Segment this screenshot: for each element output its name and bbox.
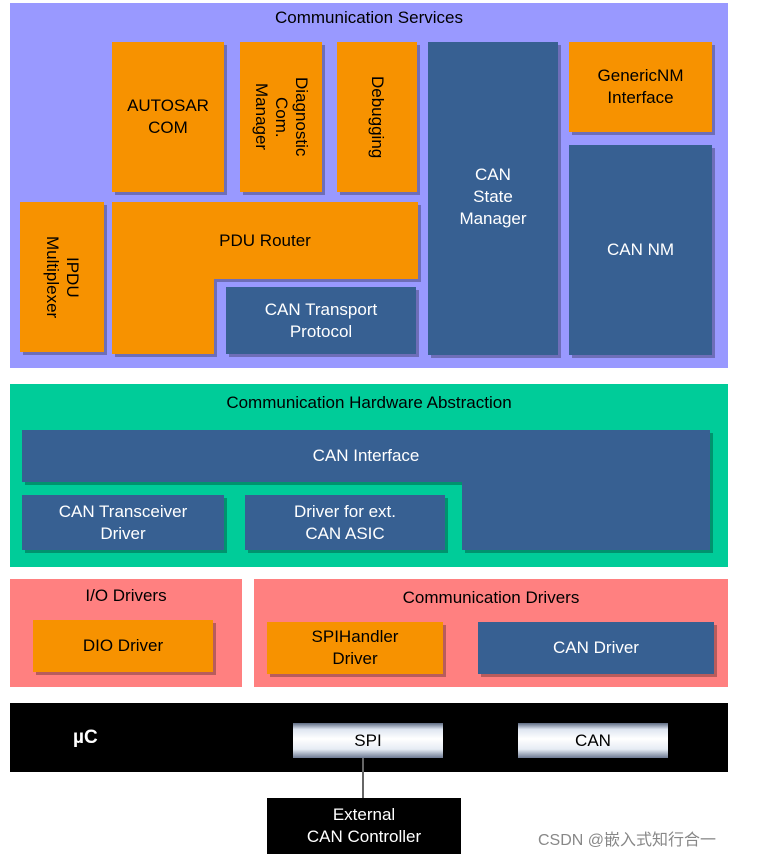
can-transport-protocol-module: CAN Transport Protocol xyxy=(226,287,416,354)
csdn-watermark: CSDN @嵌入式知行合一 xyxy=(538,832,717,849)
hardware-abstraction-title: Communication Hardware Abstraction xyxy=(226,393,512,412)
can-transceiver-driver-module: CAN Transceiver Driver xyxy=(22,495,224,550)
can-nm-module: CAN NM xyxy=(569,145,712,355)
driver-ext-can-asic-module: Driver for ext. CAN ASIC xyxy=(245,495,445,550)
can-state-manager-module: CAN State Manager xyxy=(428,42,558,355)
spi-connection-line xyxy=(362,758,364,798)
communication-drivers-title: Communication Drivers xyxy=(402,588,580,607)
can-driver-module: CAN Driver xyxy=(478,622,714,674)
generic-nm-interface-module: GenericNM Interface xyxy=(569,42,712,132)
communication-services-title: Communication Services xyxy=(274,8,463,27)
diagnostic-com-manager-label: Diagnostic Com. Manager xyxy=(252,77,311,157)
can-interface-module: CAN Interface xyxy=(22,430,710,482)
microcontroller-label: µC xyxy=(73,727,98,748)
can-interface-leg xyxy=(462,482,710,550)
can-peripheral: CAN xyxy=(518,723,668,758)
io-drivers-title: I/O Drivers xyxy=(85,586,167,605)
ipdu-multiplexer-label: IPDU Multiplexer xyxy=(43,235,82,319)
external-can-controller: External CAN Controller xyxy=(267,798,461,854)
pdu-router-leg xyxy=(112,279,214,354)
dio-driver-module: DIO Driver xyxy=(33,620,213,672)
debugging-label: Debugging xyxy=(368,75,387,159)
pdu-router-module: PDU Router xyxy=(112,202,418,279)
spi-peripheral: SPI xyxy=(293,723,443,758)
autosar-com-module: AUTOSAR COM xyxy=(112,42,224,192)
ipdu-multiplexer-module: IPDU Multiplexer xyxy=(20,202,104,352)
diagnostic-com-manager-module: Diagnostic Com. Manager xyxy=(240,42,322,192)
debugging-module: Debugging xyxy=(337,42,417,192)
spi-handler-driver-module: SPIHandler Driver xyxy=(267,622,443,674)
